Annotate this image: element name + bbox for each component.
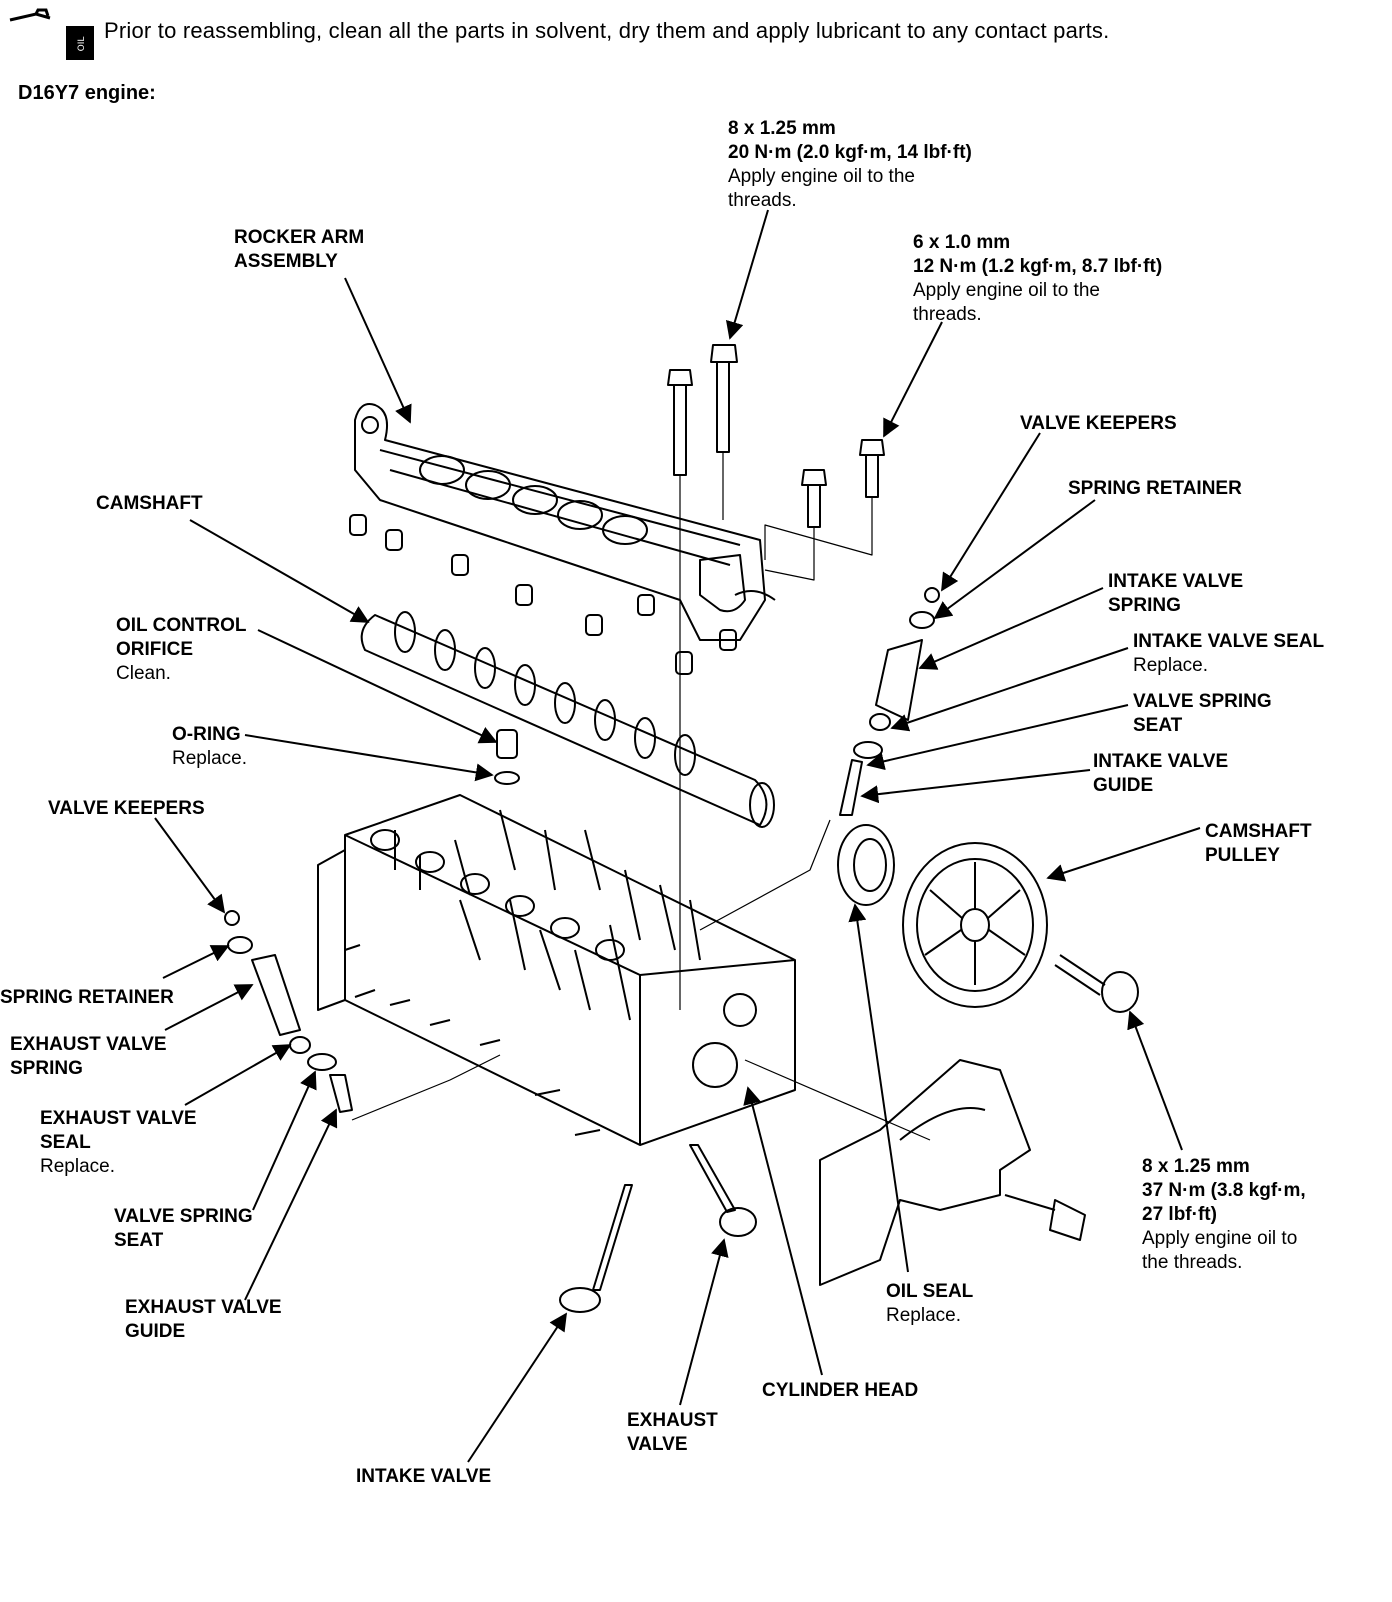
label-valve-keepers-right: VALVE KEEPERS	[1020, 413, 1177, 434]
label-exhaust-valve: EXHAUST VALVE	[627, 1410, 718, 1455]
label-oil-seal: OIL SEAL Replace.	[886, 1281, 974, 1326]
back-cover	[819, 1059, 1086, 1286]
label-o-ring: O-RING Replace.	[172, 724, 247, 769]
label-oil-control-orifice: OIL CONTROL ORIFICE Clean.	[116, 615, 247, 684]
label-bolt-8x125-top: 8 x 1.25 mm 20 N·m (2.0 kgf·m, 14 lbf·ft…	[728, 118, 972, 211]
exhaust-valve-stack	[224, 910, 353, 1113]
label-cylinder-head: CYLINDER HEAD	[762, 1380, 919, 1401]
label-spring-retainer-left: SPRING RETAINER	[0, 987, 174, 1008]
label-bolt-8x125-bottom: 8 x 1.25 mm 37 N·m (3.8 kgf·m, 27 lbf·ft…	[1142, 1156, 1306, 1273]
label-rocker-arm-assembly: ROCKER ARM ASSEMBLY	[234, 227, 365, 272]
oil-control-orifice	[494, 729, 520, 785]
label-exhaust-valve-seal: EXHAUST VALVE SEAL Replace.	[40, 1108, 197, 1177]
label-intake-valve: INTAKE VALVE	[356, 1466, 492, 1487]
intake-valve-stack	[839, 587, 940, 816]
label-camshaft-pulley: CAMSHAFT PULLEY	[1205, 821, 1312, 866]
camshaft	[360, 611, 775, 828]
pulley-bolt	[1054, 954, 1139, 1013]
label-valve-spring-seat-left: VALVE SPRING SEAT	[114, 1206, 253, 1251]
label-spring-retainer-right: SPRING RETAINER	[1068, 478, 1242, 499]
bolts	[667, 344, 885, 528]
label-bolt-6x10: 6 x 1.0 mm 12 N·m (1.2 kgf·m, 8.7 lbf·ft…	[913, 232, 1163, 325]
cylinder-head	[317, 794, 796, 1146]
svg-text:OIL: OIL	[77, 37, 87, 52]
label-exhaust-valve-spring: EXHAUST VALVE SPRING	[10, 1034, 167, 1079]
camshaft-pulley	[902, 842, 1048, 1008]
label-valve-spring-seat-right: VALVE SPRING SEAT	[1133, 691, 1272, 736]
engine-label: D16Y7 engine:	[18, 82, 156, 104]
label-exhaust-valve-guide: EXHAUST VALVE GUIDE	[125, 1297, 282, 1342]
label-valve-keepers-left: VALVE KEEPERS	[48, 798, 205, 819]
label-intake-valve-seal: INTAKE VALVE SEAL Replace.	[1133, 631, 1325, 676]
rocker-arm-assembly	[354, 403, 776, 641]
oil-can-icon: OIL	[9, 8, 94, 60]
label-intake-valve-spring: INTAKE VALVE SPRING	[1108, 571, 1244, 616]
bolt-center-lines	[679, 452, 873, 1010]
exhaust-valve	[689, 1144, 757, 1237]
oil-seal	[837, 824, 895, 906]
reassembly-note: Prior to reassembling, clean all the par…	[104, 18, 1110, 43]
label-intake-valve-guide: INTAKE VALVE GUIDE	[1093, 751, 1229, 796]
label-camshaft: CAMSHAFT	[96, 493, 203, 514]
lifter-pieces	[349, 514, 737, 675]
intake-valve	[559, 1184, 633, 1313]
